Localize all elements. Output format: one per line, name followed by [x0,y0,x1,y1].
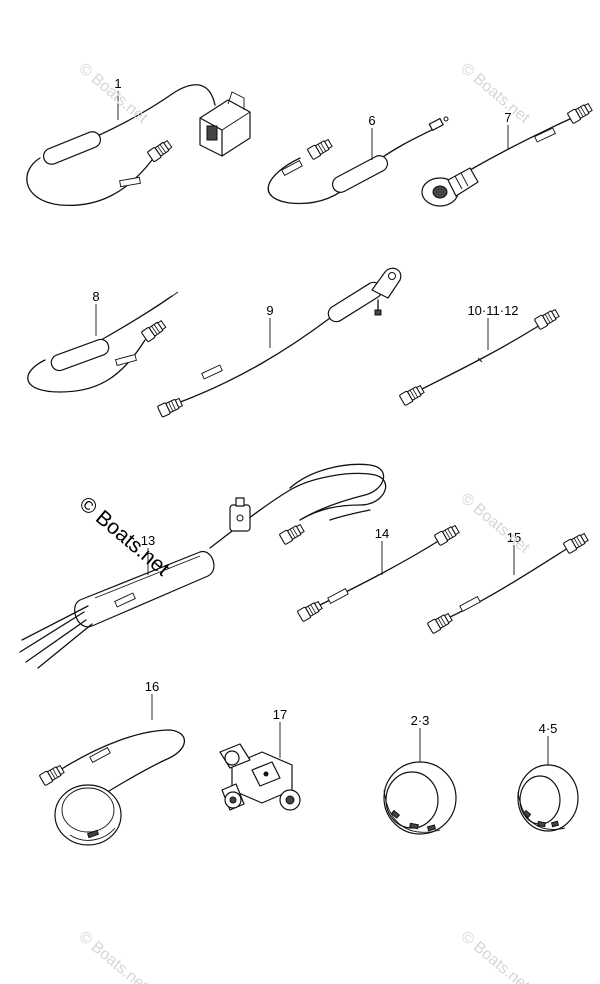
part-17-t-connector [219,743,301,811]
callout-8: 8 [92,289,99,304]
part-1-transducer-cable [26,84,251,207]
harness-sleeve [74,551,215,628]
antenna-dome [54,784,122,846]
callout-10-11-12: 10·11·12 [467,303,518,318]
part-8-cable [27,291,179,393]
thru-hull-fitting [421,167,479,207]
watermark-bottom-left: © Boats.net [75,928,151,984]
callout-9: 9 [266,303,273,318]
callout-6: 6 [368,113,375,128]
part-2-3-ring [383,761,457,835]
part-15-extension-cable [426,531,590,635]
part-10-11-12-extension-cable [398,307,561,407]
transducer-bracket [199,91,251,157]
callout-15: 15 [507,530,521,545]
callout-labels: 1 6 7 8 9 10·11·12 13 14 15 16 17 2·3 4·… [92,76,557,736]
watermark-top-right: © Boats.net [457,60,533,127]
watermark-bottom-right: © Boats.net [457,928,533,984]
callout-1: 1 [114,76,121,91]
part-13-harness [19,463,387,669]
part-14-extension-cable [296,523,461,623]
callout-13: 13 [141,533,155,548]
part-9-cable [156,267,402,418]
callout-14: 14 [375,526,389,541]
part-7-thru-hull-cable [421,101,594,207]
callout-17: 17 [273,707,287,722]
watermarks: © Boats.net © Boats.net © Boats.net © Bo… [75,60,533,984]
callout-4-5: 4·5 [539,721,558,736]
callout-16: 16 [145,679,159,694]
part-16-antenna [38,729,186,846]
watermark-top-left: © Boats.net [75,60,151,127]
fuse-holder [229,497,251,532]
leader-lines [95,91,549,765]
part-4-5-ring [517,764,579,832]
watermark-mid-right: © Boats.net [457,490,533,557]
part-6-cable [267,116,449,205]
callout-7: 7 [504,110,511,125]
callout-2-3: 2·3 [411,713,430,728]
watermark-mid-left: © Boats.net [75,492,174,580]
